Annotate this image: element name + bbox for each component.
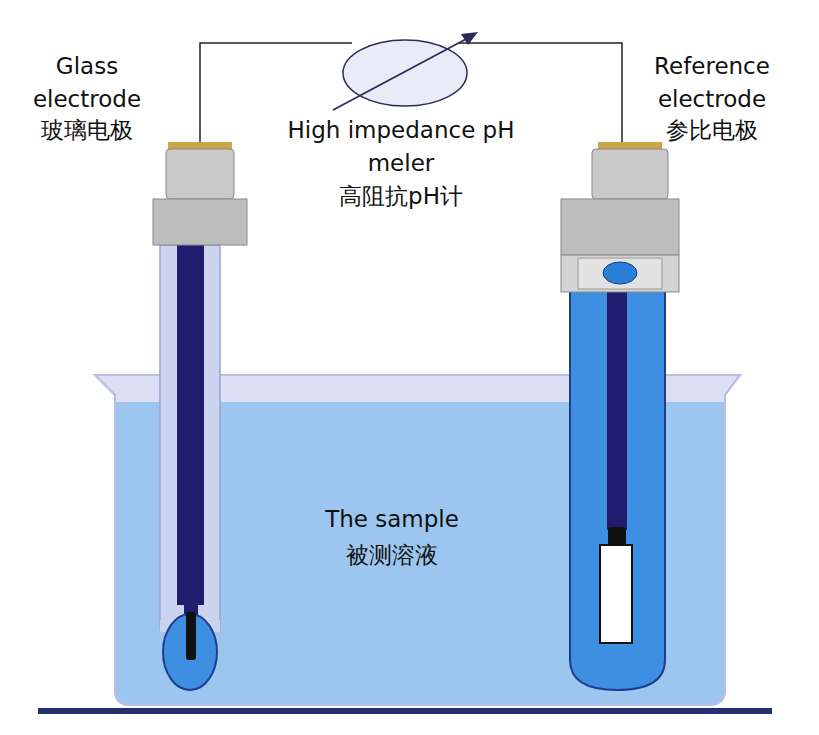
sample-label: The sample (325, 503, 459, 536)
meter-label: 高阻抗pH计 (339, 180, 463, 213)
reference-electrode (561, 142, 679, 690)
sample-label: 被测溶液 (346, 539, 438, 572)
electrode-label: 玻璃电极 (41, 114, 133, 147)
electrode-label: Reference electrode (654, 50, 770, 116)
glass-electrode (153, 142, 247, 690)
meter-label: High impedance pH meler (286, 114, 516, 180)
ph-meter-symbol (333, 32, 478, 110)
electrode-label: Glass electrode (12, 50, 162, 116)
bench-line (38, 708, 772, 714)
electrode-label: 参比电极 (666, 114, 758, 147)
